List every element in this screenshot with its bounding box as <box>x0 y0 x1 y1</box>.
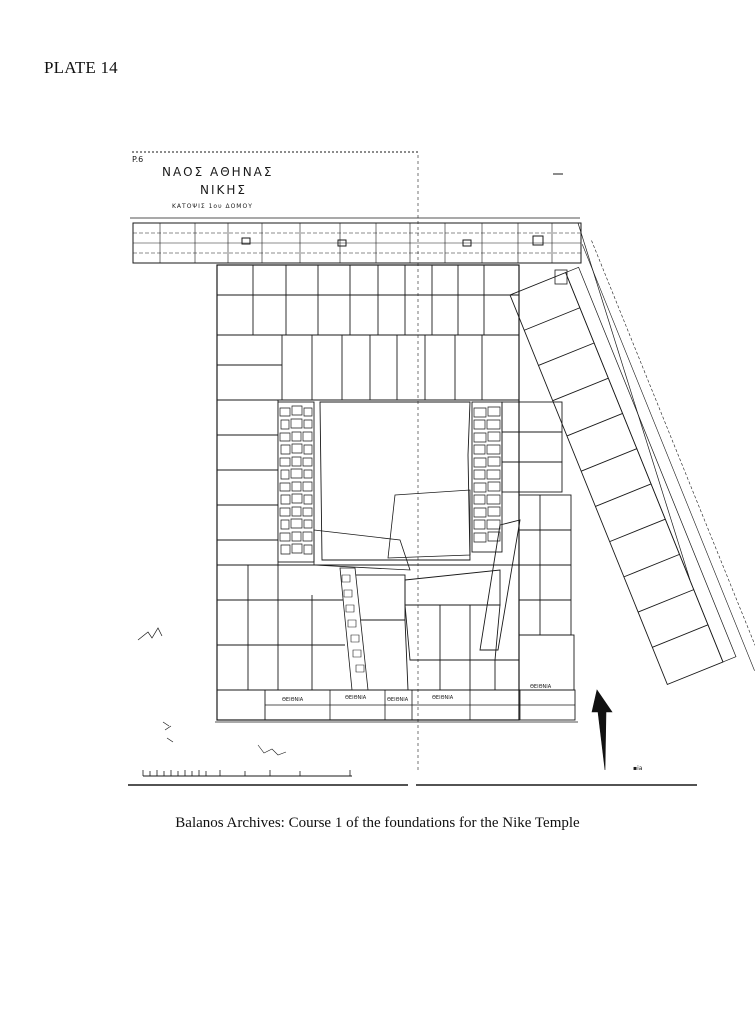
bottom-label-1: ΘΕΙΘΝΙΑ <box>282 697 304 703</box>
figure-caption: Balanos Archives: Course 1 of the founda… <box>175 815 580 831</box>
bottom-label-4: ΘΕΙΘΝΙΑ <box>432 695 454 701</box>
svg-text:▪ia: ▪ia <box>633 765 643 772</box>
drawing-subtitle: ΚΑΤΟΨΙΣ 1ου ΔΟΜΟΥ <box>172 203 253 210</box>
drawing-title-line1: ΝΑΟΣ ΑΘΗΝΑΣ <box>162 165 273 179</box>
bottom-label-5: ΘΕΙΘΝΙΑ <box>530 684 552 690</box>
sheet-code: P.6 <box>132 155 143 164</box>
drawing-title-line2: ΝΙΚΗΣ <box>200 183 247 197</box>
bottom-label-3: ΘΕΙΘΝΙΑ <box>387 697 409 703</box>
plate-label: PLATE 14 <box>44 58 118 77</box>
bottom-label-2: ΘΕΙΘΝΙΑ <box>345 695 367 701</box>
